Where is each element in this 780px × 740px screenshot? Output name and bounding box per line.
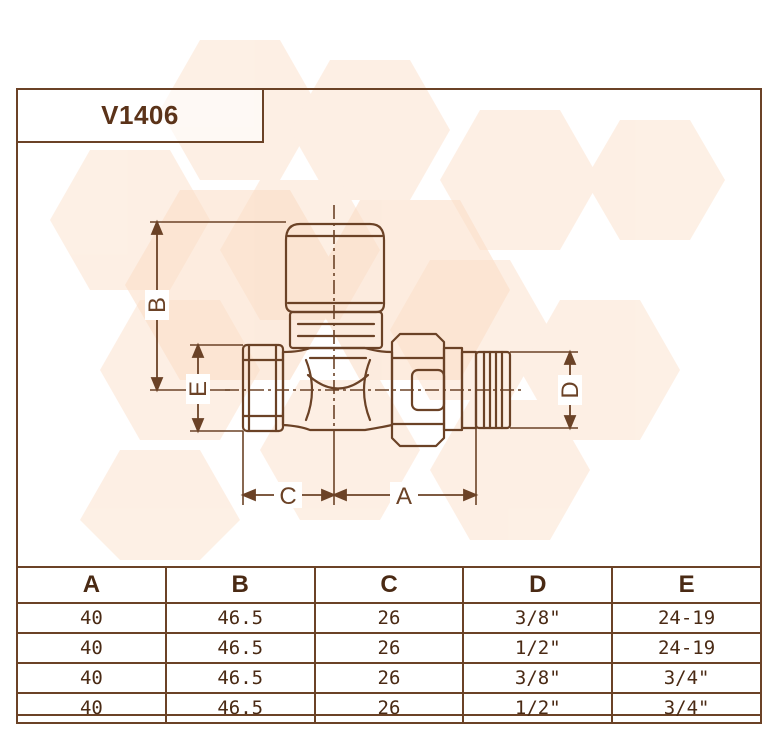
table-cell: 26 [313, 692, 465, 724]
valve-bonnet [288, 310, 384, 350]
table-row: 40 46.5 26 3/8" 24-19 [16, 602, 762, 634]
table-cell: 40 [16, 692, 167, 724]
table-cell: 3/4" [611, 662, 762, 694]
model-number: V1406 [101, 100, 179, 130]
table-cell: 26 [313, 662, 465, 694]
table-cell: 40 [16, 602, 167, 634]
dimension-label-b: B [144, 297, 171, 313]
valve-body [281, 346, 394, 432]
model-title-box: V1406 [16, 88, 264, 143]
table-row: 40 46.5 26 1/2" 3/4" [16, 692, 762, 724]
table-cell: 46.5 [164, 662, 316, 694]
column-header-c: C [313, 566, 465, 604]
column-header-d: D [462, 566, 614, 604]
table-cell: 46.5 [164, 632, 316, 664]
dimension-table: A B C D E 40 46.5 26 3/8" 24-19 40 46.5 … [16, 566, 762, 724]
table-cell: 26 [313, 602, 465, 634]
table-cell: 40 [16, 632, 167, 664]
column-header-e: E [611, 566, 762, 604]
table-cell: 24-19 [611, 602, 762, 634]
column-header-b: B [164, 566, 316, 604]
dimension-label-e: E [185, 381, 212, 397]
dimension-label-d: D [557, 381, 584, 398]
table-cell: 46.5 [164, 602, 316, 634]
column-header-a: A [16, 566, 167, 604]
dimension-label-a: A [396, 483, 412, 510]
table-cell: 3/8" [462, 662, 614, 694]
right-tailpiece [442, 346, 512, 432]
table-cell: 26 [313, 632, 465, 664]
table-cell: 3/4" [611, 692, 762, 724]
table-cell: 46.5 [164, 692, 316, 724]
table-cell: 1/2" [462, 692, 614, 724]
table-row: 40 46.5 26 3/8" 3/4" [16, 662, 762, 694]
valve-cap [284, 222, 386, 314]
table-cell: 40 [16, 662, 167, 694]
table-cell: 24-19 [611, 632, 762, 664]
table-cell: 1/2" [462, 632, 614, 664]
left-connection-nut [241, 343, 285, 433]
table-row: 40 46.5 26 1/2" 24-19 [16, 632, 762, 664]
dimension-label-c: C [279, 483, 296, 510]
table-cell: 3/8" [462, 602, 614, 634]
table-header-row: A B C D E [16, 566, 762, 604]
